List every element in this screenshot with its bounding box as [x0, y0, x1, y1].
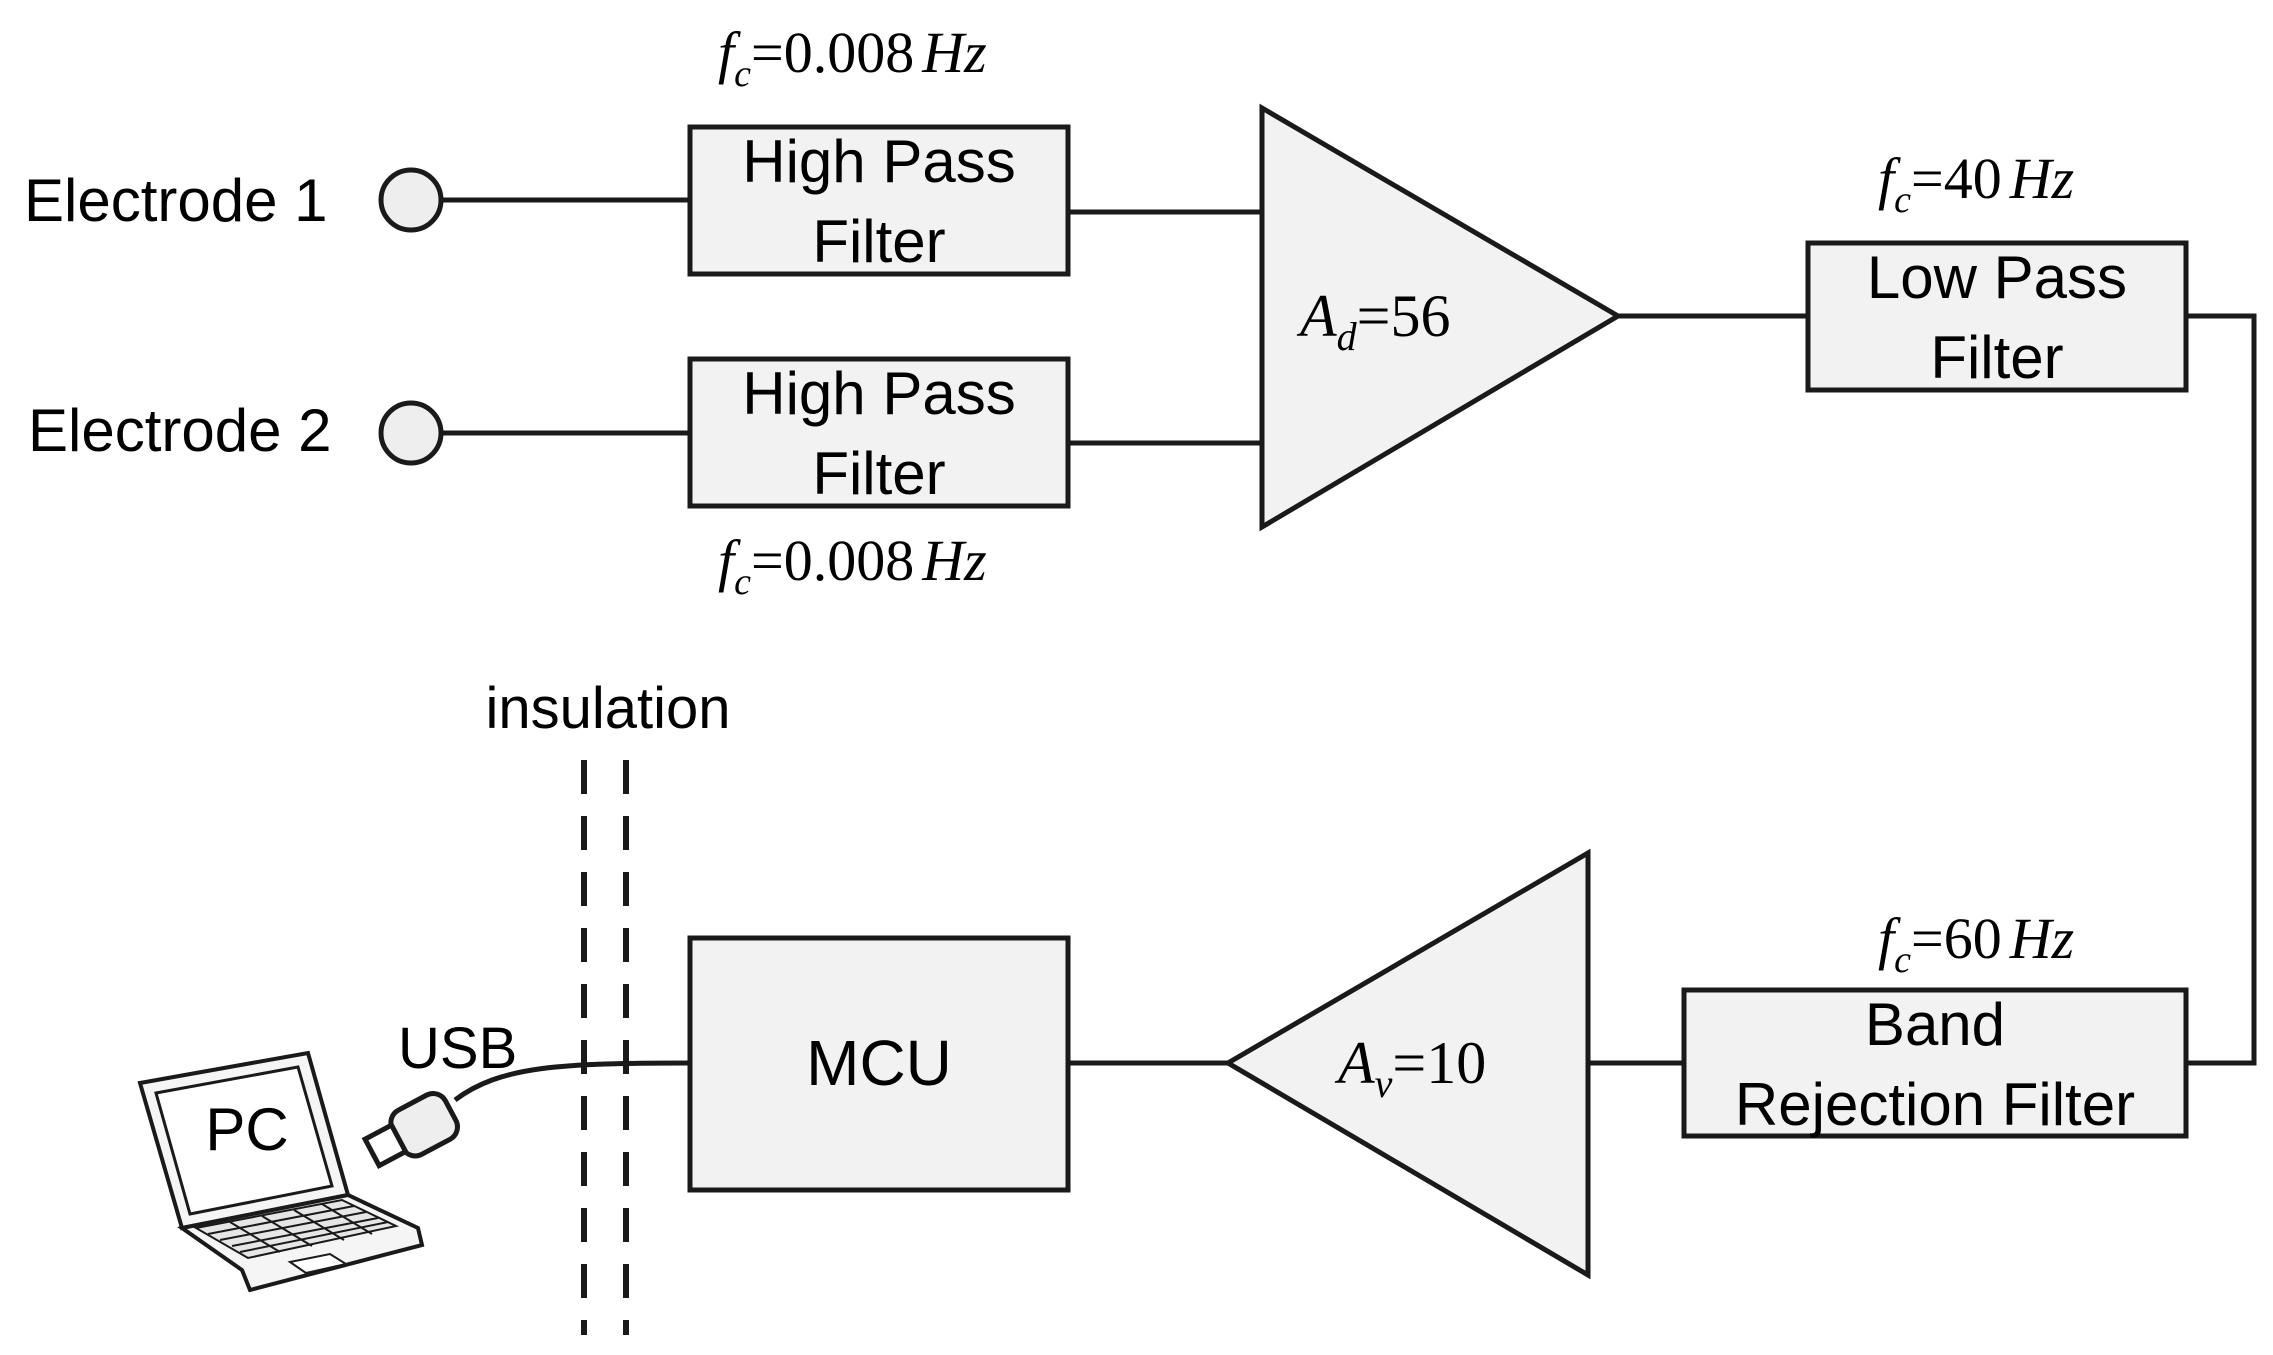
electrode-2: Electrode 2 — [28, 397, 444, 466]
electrode-2-label: Electrode 2 — [28, 397, 332, 464]
electrode-2-terminal — [378, 400, 444, 466]
lpf-label-line2: Filter — [1930, 324, 2063, 391]
insulation-barrier: insulation — [485, 676, 731, 1335]
laptop-key-grid — [207, 1203, 389, 1253]
pc-label: PC — [205, 1096, 288, 1163]
lpf-box — [1805, 240, 2189, 393]
usb-plug-icon — [361, 1090, 460, 1170]
voltage-amp-gain-label: Av=10 — [1334, 1030, 1486, 1106]
signal-wires — [442, 197, 2257, 1102]
hpf2-box — [687, 356, 1071, 509]
hpf1-label-line2: Filter — [812, 208, 945, 275]
differential-amplifier: Ad=56 — [1259, 103, 1623, 532]
usb-label: USB — [398, 1016, 517, 1081]
diff-amp-triangle — [1259, 103, 1623, 532]
usb-cable — [453, 1060, 691, 1102]
mcu-label: MCU — [806, 1027, 952, 1099]
voltage-amp-triangle — [1223, 848, 1591, 1280]
voltage-amplifier: Av=10 — [1223, 848, 1591, 1280]
wire-lpf-to-brf — [2186, 313, 2257, 1066]
electrode-1-label: Electrode 1 — [24, 167, 328, 234]
brf-box — [1681, 987, 2189, 1139]
brf-label-line2: Rejection Filter — [1735, 1071, 2135, 1138]
lpf-label-line1: Low Pass — [1867, 244, 2127, 311]
diff-amp-gain-label: Ad=56 — [1296, 283, 1451, 359]
brf-label-line1: Band — [1865, 991, 2005, 1058]
hpf2-label-line2: Filter — [812, 440, 945, 507]
hpf2-label-line1: High Pass — [742, 360, 1015, 427]
hpf1-box — [687, 124, 1071, 277]
hpf1-label-line1: High Pass — [742, 128, 1015, 195]
insulation-label: insulation — [485, 676, 730, 741]
electrode-1-terminal — [378, 167, 444, 233]
mcu-box — [687, 935, 1071, 1193]
pc-laptop-icon: PC — [137, 1050, 425, 1293]
mcu-block: MCU — [687, 935, 1071, 1193]
electrode-1: Electrode 1 — [24, 167, 444, 234]
laptop-touchpad — [287, 1252, 349, 1275]
usb-connector: USB — [361, 1016, 517, 1170]
laptop-screen-inner — [154, 1065, 334, 1216]
